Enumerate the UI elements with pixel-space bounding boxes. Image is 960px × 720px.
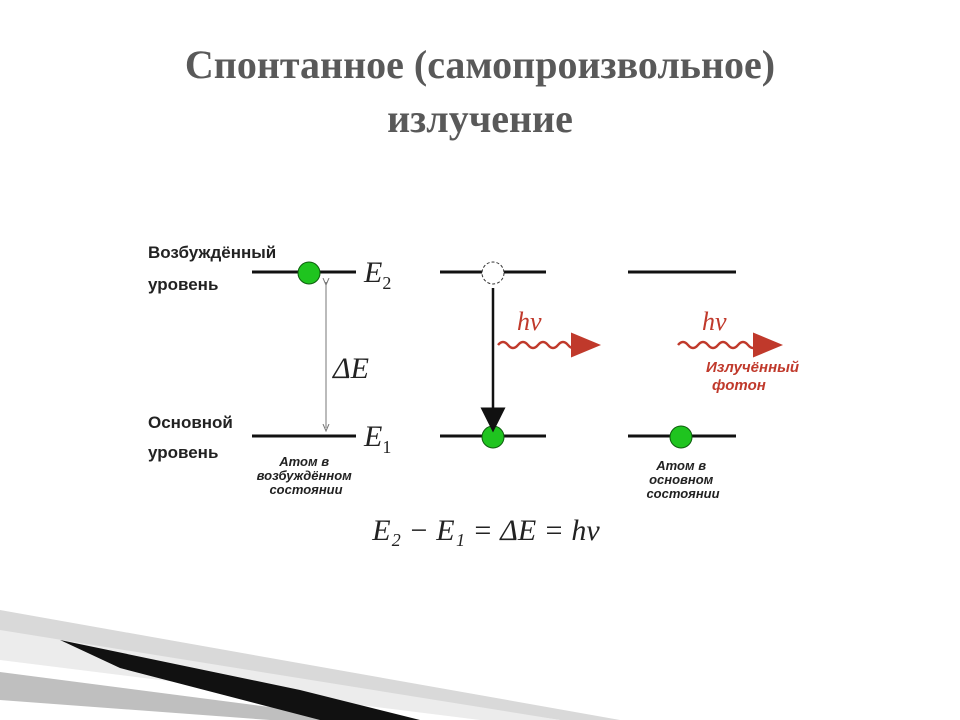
energy-formula: E₂ − E₁ = ΔE = hν (371, 514, 600, 547)
photon-label-1: hν (517, 307, 542, 336)
atom-excited-caption-line2: возбуждённом (257, 468, 353, 483)
excited-level-label: Возбуждённый уровень (148, 243, 281, 294)
atom-ground-caption: Атом в основном состоянии (646, 458, 719, 501)
atom-former-position (481, 261, 505, 285)
atom-excited-caption: Атом в возбуждённом состоянии (257, 454, 356, 497)
ground-level-label: Основной уровень (148, 413, 238, 462)
e2-label: E2 (363, 256, 391, 293)
e1-label: E1 (363, 420, 391, 457)
photon-wave-1 (497, 340, 579, 350)
atom-excited-caption-line3: состоянии (269, 482, 342, 497)
photon-wave-2 (677, 340, 759, 350)
atom-ground-caption-line2: основном (649, 472, 714, 487)
ground-level-label-line2: уровень (148, 443, 218, 462)
emitted-photon-line2: фотон (712, 377, 766, 394)
e1-subscript: 1 (382, 437, 391, 457)
title-line-2: излучение (387, 96, 573, 141)
atom-excited (297, 261, 321, 285)
title-line-1: Спонтанное (самопроизвольное) (184, 42, 776, 87)
excited-level-label-line2: уровень (148, 275, 218, 294)
excited-level-label-line1: Возбуждённый (148, 243, 276, 262)
e2-subscript: 2 (382, 273, 391, 293)
atom-excited-caption-line1: Атом в (278, 454, 329, 469)
slide-title: Спонтанное (самопроизвольное) излучение (80, 38, 880, 146)
atom-ground-caption-line3: состоянии (646, 486, 719, 501)
emitted-photon-label: Излучённый фотон (706, 359, 803, 394)
atom-after-transition (481, 425, 505, 449)
ground-level-label-line1: Основной (148, 413, 233, 432)
emitted-photon-line1: Излучённый (706, 359, 799, 376)
atom-ground-caption-line1: Атом в (655, 458, 706, 473)
e1-letter: E (363, 420, 382, 453)
photon-label-2: hν (702, 307, 727, 336)
e2-letter: E (363, 256, 382, 289)
atom-ground (669, 425, 693, 449)
delta-e-label: ΔE (332, 352, 369, 385)
decorative-swoosh (0, 610, 620, 720)
